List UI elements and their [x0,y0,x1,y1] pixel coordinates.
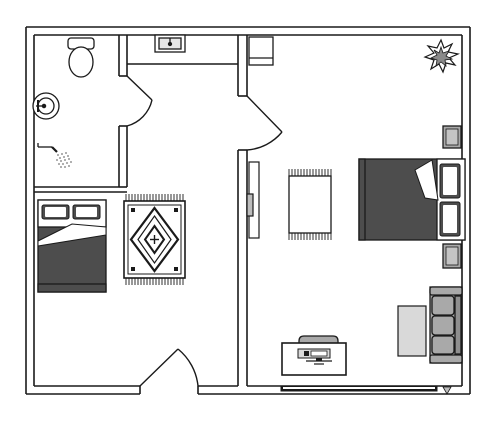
desk-icon [281,335,347,376]
bench-icon [288,169,332,240]
rug-icon [123,194,186,285]
single-bed-icon [37,199,107,293]
exterior-walls [25,26,471,395]
vanity-icon [154,34,186,53]
wall-radiator-icon [280,385,452,395]
table-icon [397,305,427,357]
sofa-icon [429,286,463,364]
shower-icon [37,143,72,168]
nightstand-icon [442,243,462,269]
closet-icon [248,36,274,66]
door-swings [126,75,283,387]
double-bed-icon [358,158,466,241]
nightstand-icon [442,125,462,149]
sink-icon [32,92,60,120]
plant-icon [423,38,460,74]
mirror-icon [246,161,260,239]
interior-walls [34,35,248,386]
toilet-icon [67,37,95,78]
